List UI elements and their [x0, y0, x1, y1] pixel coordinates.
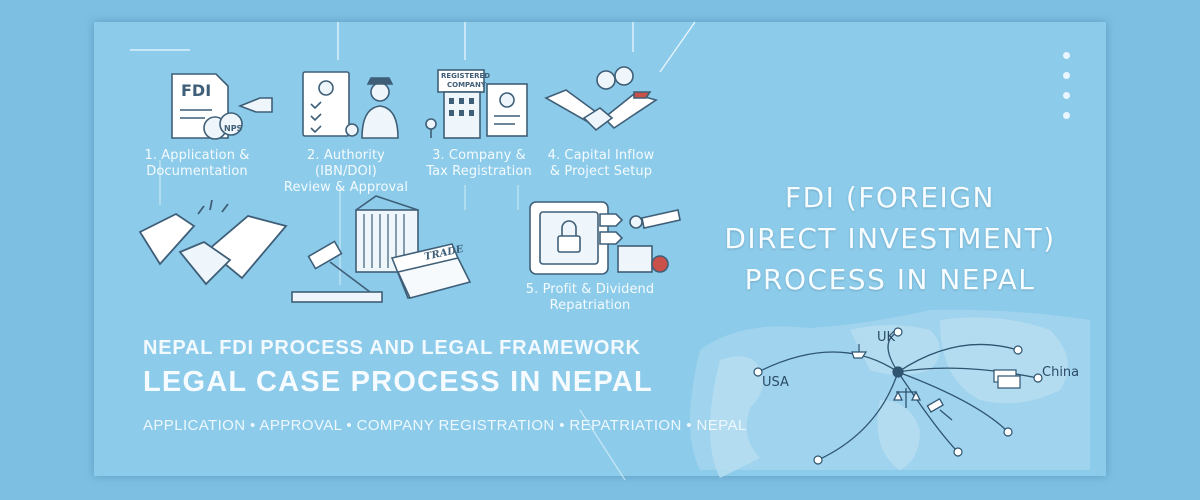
title-line2: DIRECT INVESTMENT) — [724, 222, 1056, 255]
subtitle-framework: NEPAL FDI PROCESS AND LEGAL FRAMEWORK — [143, 337, 641, 359]
route-nodes — [753, 327, 1043, 465]
step-4-line2: & Project Setup — [549, 164, 653, 179]
map-label-usa: USA — [762, 375, 789, 390]
pagination-dots — [1063, 52, 1070, 132]
step-1-line1: 1. Application & — [144, 148, 250, 163]
registered-company-icon — [425, 69, 528, 139]
company-label: COMPANY — [447, 81, 487, 89]
handshake-icon — [138, 199, 288, 286]
fdi-label: FDI — [181, 81, 211, 100]
step-5-line2: Repatriation — [549, 298, 631, 313]
fdi-document-icon — [171, 73, 273, 140]
title-line3: PROCESS IN NEPAL — [744, 263, 1036, 296]
step-2-line1: 2. Authority (IBN/DOI) — [307, 148, 385, 179]
ship-icon — [851, 344, 868, 359]
gavel-container-icon — [291, 195, 472, 303]
map-label-china: China — [1042, 365, 1080, 380]
title-line1: FDI (FOREIGN — [785, 181, 995, 214]
trade-routes — [757, 331, 1039, 461]
scales-gavel-icon — [892, 388, 953, 421]
money-icon — [993, 369, 1021, 389]
step-4-label: 4. Capital Inflow & Project Setup — [544, 148, 658, 180]
map-label-uk: UK — [877, 330, 896, 345]
step-3-label: 3. Company & Tax Registration — [424, 148, 534, 180]
subtitle-legal-case: LEGAL CASE PROCESS IN NEPAL — [143, 366, 653, 398]
step-2-line2: Review & Approval — [283, 180, 409, 195]
step-4-line1: 4. Capital Inflow — [547, 148, 655, 163]
capital-handshake-icon — [544, 66, 658, 132]
registered-label: REGISTERED — [441, 72, 490, 80]
safe-repatriation-icon — [529, 201, 681, 275]
step-3-line1: 3. Company & — [432, 148, 526, 163]
step-1-line2: Documentation — [146, 164, 248, 179]
subtitle-steps: APPLICATION • APPROVAL • COMPANY REGISTR… — [143, 417, 747, 434]
page-title: FDI (FOREIGN DIRECT INVESTMENT) PROCESS … — [680, 177, 1100, 300]
step-5-line1: 5. Profit & Dividend — [525, 282, 655, 297]
step-1-label: 1. Application & Documentation — [142, 148, 252, 180]
connector-lines — [130, 21, 696, 481]
step-3-line2: Tax Registration — [426, 164, 532, 179]
step-5-label: 5. Profit & Dividend Repatriation — [522, 282, 658, 314]
authority-approval-icon — [302, 71, 399, 139]
nps-label: NPS — [224, 124, 243, 133]
step-2-label: 2. Authority (IBN/DOI) Review & Approval — [276, 148, 416, 196]
